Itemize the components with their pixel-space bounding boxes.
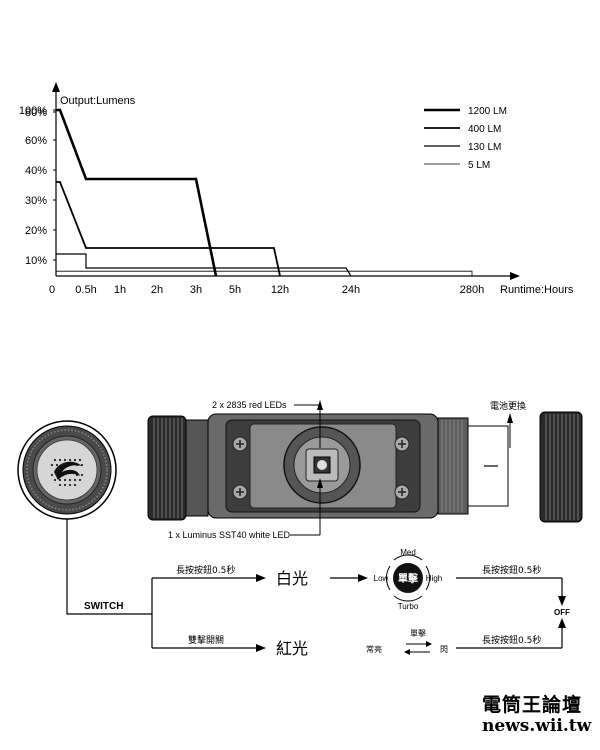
y-axis-label: Output:Lumens [60, 95, 136, 107]
white-led-callout: 1 x Luminus SST40 white LED [168, 478, 323, 540]
switch-button-view [17, 420, 117, 520]
legend-label: 1200 LM [468, 106, 507, 117]
hold-bottom-right-label: 長按按鈕0.5秒 [482, 634, 541, 646]
flow-connectors [66, 519, 563, 649]
y-tick-label: 60% [25, 135, 47, 147]
x-tick-label: 24h [342, 284, 360, 296]
click-label: 單擊 [398, 572, 419, 585]
white-led-label: 1 x Luminus SST40 white LED [168, 530, 291, 540]
mode-med: Med [400, 548, 416, 557]
top-branch-label: 長按按鈕0.5秒 [176, 564, 235, 576]
x-tick-label: 2h [151, 284, 163, 296]
legend-label: 5 LM [468, 160, 490, 171]
red-light-label: 紅光 [276, 639, 308, 658]
x-tick-label: 0.5h [75, 284, 96, 296]
single-click-label: 單擊 [410, 628, 426, 638]
y-tick-label: 80% [25, 107, 47, 119]
logo-icon [54, 461, 82, 480]
legend-label: 130 LM [468, 142, 501, 153]
series-line-130-lm [56, 253, 352, 277]
y-tick-label: 20% [25, 225, 47, 237]
hold-top-right-label: 長按按鈕0.5秒 [482, 564, 541, 576]
bottom-branch-label: 雙擊開關 [188, 634, 224, 646]
series-line-5-lm [56, 270, 473, 276]
white-light-label: 白光 [276, 569, 308, 588]
off-label: OFF [554, 608, 570, 617]
flashlight-body [147, 411, 583, 523]
y-tick-labels: 10% 20% 30% 40% 60% 80%100% [19, 105, 56, 267]
mode-high: High [426, 574, 442, 583]
legend-label: 400 LM [468, 124, 501, 135]
red-led-label: 2 x 2835 red LEDs [212, 400, 287, 410]
x-tick-label: 0 [49, 284, 55, 296]
x-tick-label: 1h [114, 284, 126, 296]
y-tick-label: 10% [25, 255, 47, 267]
mode-turbo: Turbo [398, 602, 419, 611]
flash-label: 閃 [440, 645, 448, 654]
steady-label: 常亮 [366, 644, 382, 654]
switch-label: SWITCH [84, 601, 123, 612]
x-tick-label: 5h [229, 284, 241, 296]
x-tick-label: 280h [460, 284, 484, 296]
y-tick-label: 30% [25, 195, 47, 207]
battery-label: 電池更換 [490, 400, 526, 412]
series-line-400-lm [56, 181, 281, 277]
series-line-1200-lm [56, 108, 218, 277]
legend: 1200 LM 400 LM 130 LM 5 LM [424, 106, 507, 171]
x-tick-label: 3h [190, 284, 202, 296]
y-tick-label: 40% [25, 165, 47, 177]
x-axis [56, 272, 520, 280]
usage-diagram: 2 x 2835 red LEDs 1 x Luminus SST40 whit… [17, 400, 583, 658]
x-tick-labels: 0 0.5h 1h 2h 3h 5h 12h 24h 280h [49, 284, 484, 296]
mode-cycle: 單擊 Med Low High Turbo [374, 548, 443, 611]
series-lines [56, 108, 473, 277]
x-tick-label: 12h [271, 284, 289, 296]
runtime-chart: Output:Lumens Runtime:Hours 10% 20% 30% 40%… [19, 82, 574, 296]
red-led-callout: 2 x 2835 red LEDs [212, 400, 323, 448]
watermark-url: news.wii.tw [482, 716, 592, 736]
y-tick-label: 100% [19, 105, 47, 117]
battery-callout: 電池更換 [490, 400, 526, 448]
mode-low: Low [374, 574, 389, 583]
x-axis-label: Runtime:Hours [500, 284, 574, 296]
watermark-title: 電筒王論壇 [482, 694, 583, 716]
